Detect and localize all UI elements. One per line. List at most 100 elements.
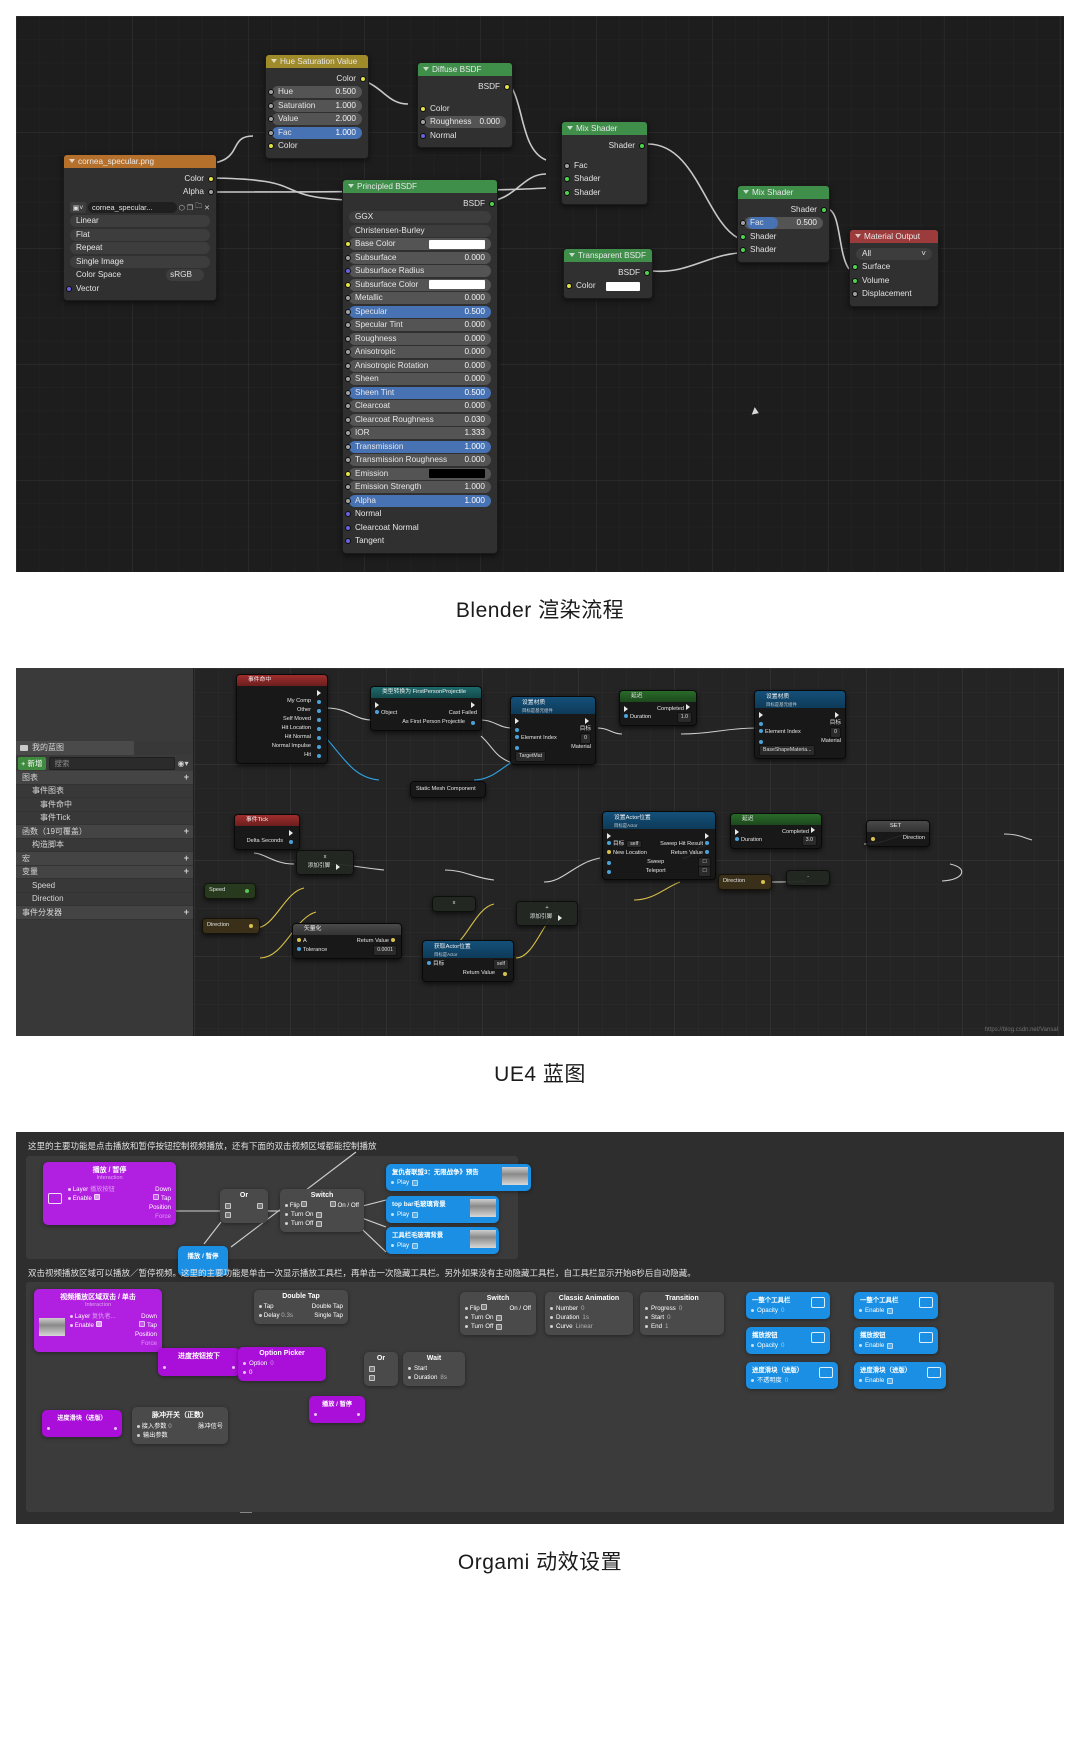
prop-row[interactable]: Clearcoat Normal: [345, 522, 491, 534]
pin-tap[interactable]: Tap: [161, 1195, 171, 1202]
socket-dot-gray[interactable]: [420, 119, 426, 125]
pin-icon[interactable]: [375, 710, 379, 714]
exec-pin-icon[interactable]: [835, 711, 839, 718]
input-socket-shader-b[interactable]: Shader: [740, 244, 823, 256]
pin-target[interactable]: 目标: [759, 719, 841, 728]
socket-dot-gray[interactable]: [852, 291, 858, 297]
input-socket-volume[interactable]: Volume: [852, 275, 932, 287]
color-swatch[interactable]: [429, 280, 485, 289]
exec-pin-icon[interactable]: [607, 832, 611, 839]
input-socket-shader-b[interactable]: Shader: [564, 187, 641, 199]
sidebar-item[interactable]: 图表+: [16, 771, 193, 785]
node-header[interactable]: Mix Shader: [738, 186, 829, 199]
row-option-0[interactable]: 0: [243, 1368, 321, 1377]
exec-row[interactable]: [515, 716, 591, 725]
socket-dot-gray[interactable]: [345, 457, 351, 463]
exec-pin-icon[interactable]: [759, 711, 763, 718]
sidebar-item[interactable]: 事件图表: [16, 785, 193, 798]
output-socket-bsdf[interactable]: BSDF: [424, 81, 510, 93]
add-pin-icon[interactable]: [558, 914, 563, 921]
row-input-2[interactable]: [225, 1210, 263, 1219]
pin-icon[interactable]: [759, 721, 763, 726]
node-header[interactable]: 事件命中: [237, 675, 327, 686]
node-layer-toolbar-enable[interactable]: 一整个工具栏 Enable: [854, 1292, 938, 1319]
socket-dot-gray[interactable]: [345, 254, 351, 261]
node-header[interactable]: 延迟: [620, 691, 696, 702]
node-progress-button-down[interactable]: 进度按钮按下: [158, 1348, 240, 1376]
socket-dot-yellow[interactable]: [345, 470, 351, 477]
node-header[interactable]: Material Output: [850, 230, 938, 243]
prop-colorspace[interactable]: Color Space sRGB: [70, 269, 210, 281]
node-or-1[interactable]: Or: [220, 1189, 268, 1223]
socket-dot-gray[interactable]: [345, 322, 351, 328]
pin-icon[interactable]: [515, 745, 519, 750]
row-output-param[interactable]: 输出参数: [137, 1431, 223, 1440]
pin-delta-seconds[interactable]: Delta Seconds: [239, 837, 295, 846]
row-pins[interactable]: [163, 1363, 235, 1372]
node-or-2[interactable]: Or: [364, 1352, 398, 1386]
node-video-area-interaction[interactable]: 视频播放区域双击 / 单击 Interaction Layer 复仇者... D…: [34, 1289, 162, 1352]
add-icon[interactable]: +: [183, 866, 189, 876]
row-input-1[interactable]: [225, 1201, 263, 1210]
prop-hue[interactable]: Hue 0.500: [268, 86, 362, 98]
socket-dot-green[interactable]: [852, 277, 858, 284]
pin-other[interactable]: Other: [241, 706, 323, 715]
socket-dot-green[interactable]: [821, 206, 827, 213]
color-swatch[interactable]: [429, 239, 485, 249]
socket-dot-gray[interactable]: [345, 443, 351, 450]
sidebar-item[interactable]: 变量+: [16, 865, 193, 879]
node-hue-saturation-value[interactable]: Hue Saturation Value Color Hue 0.500 Sat: [265, 54, 369, 159]
exec-pin-icon[interactable]: [686, 703, 690, 710]
pin-return[interactable]: Return Value: [427, 969, 509, 978]
row-turn-on[interactable]: Turn On: [465, 1313, 531, 1322]
prop-roughness[interactable]: Roughness 0.000: [420, 116, 506, 128]
row-input-1[interactable]: [369, 1364, 393, 1373]
node-principled-bsdf[interactable]: Principled BSDF BSDF GGX Christensen-Bur…: [342, 179, 498, 554]
socket-dot-gray[interactable]: [208, 189, 214, 195]
exec-out[interactable]: [241, 688, 323, 697]
pin-icon[interactable]: [289, 839, 293, 844]
pin-icon[interactable]: [427, 961, 431, 965]
pin-icon[interactable]: [317, 735, 321, 740]
node-header[interactable]: Mix Shader: [562, 122, 647, 135]
collapse-triangle-icon[interactable]: [855, 234, 861, 238]
socket-dot-yellow[interactable]: [420, 105, 426, 112]
pin-icon[interactable]: [705, 841, 709, 845]
material-value[interactable]: BaseShapeMateria...: [759, 745, 841, 756]
row-flip[interactable]: Flip On / Off: [285, 1201, 359, 1210]
socket-dot-gray[interactable]: [345, 403, 351, 409]
output-socket-shader[interactable]: Shader: [568, 140, 645, 152]
sidebar-item[interactable]: 构造脚本: [16, 839, 193, 852]
socket-dot-gray[interactable]: [740, 220, 746, 226]
pin-hit[interactable]: Hit: [241, 751, 323, 760]
node-transparent-bsdf[interactable]: Transparent BSDF BSDF Color: [563, 248, 653, 299]
prop-fac[interactable]: Fac 1.000: [268, 126, 362, 139]
node-speed-variable[interactable]: Speed: [204, 883, 256, 899]
socket-dot-green[interactable]: [740, 233, 746, 240]
node-header[interactable]: 矢量化: [293, 924, 401, 935]
exec-row[interactable]: Completed: [735, 826, 817, 836]
prop-subsurface-method[interactable]: Christensen-Burley: [349, 224, 491, 237]
node-header[interactable]: 设置Actor位置 目标是Actor: [603, 812, 715, 829]
var-speed[interactable]: Speed: [209, 886, 251, 895]
node-header[interactable]: Transparent BSDF: [564, 249, 652, 262]
socket-dot-gray[interactable]: [345, 349, 351, 355]
prop-row[interactable]: Emission: [345, 467, 491, 480]
node-negate[interactable]: -: [786, 870, 830, 886]
